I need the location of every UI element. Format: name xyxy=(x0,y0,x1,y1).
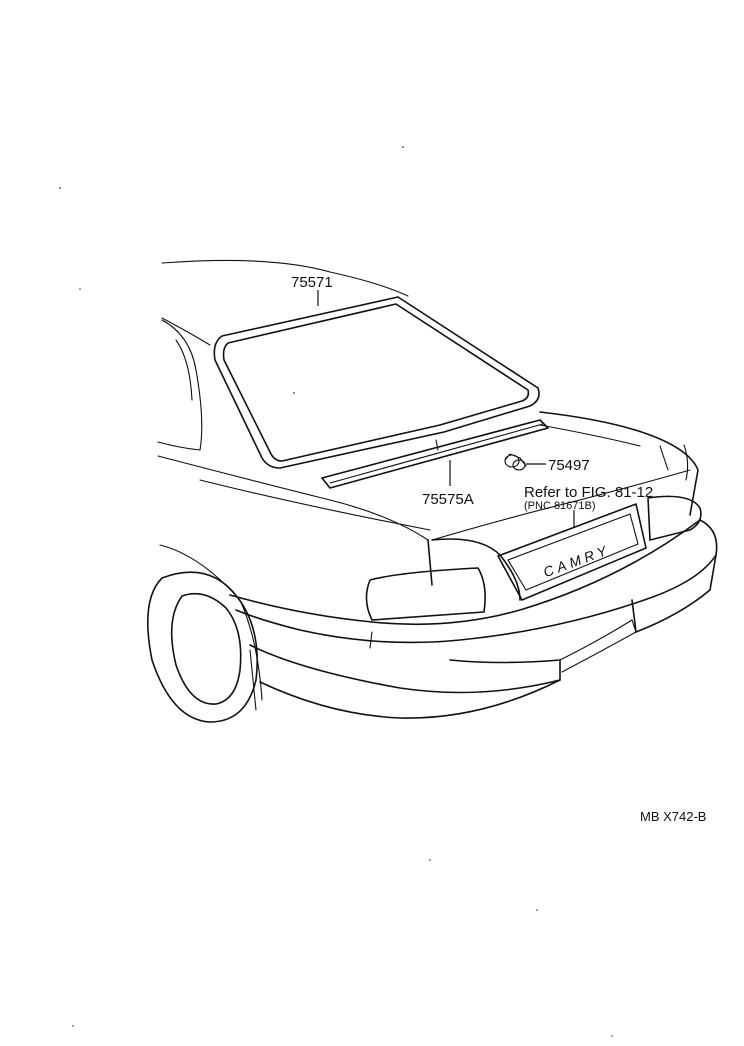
callout-refer-fig: Refer to FIG. 81-12 xyxy=(524,484,653,501)
rear-wheel xyxy=(147,544,263,723)
c-pillar-left xyxy=(161,317,211,346)
rear-panel: CAMRY xyxy=(365,495,702,621)
trunk-lid xyxy=(431,411,699,541)
callout-75571: 75571 xyxy=(291,274,333,291)
body-side-line xyxy=(157,455,429,541)
rear-bumper xyxy=(229,519,718,719)
rear-window-weatherstrip xyxy=(213,296,540,469)
callout-refer-pnc: (PNC 81671B) xyxy=(524,500,596,512)
callout-75497: 75497 xyxy=(548,457,590,474)
callout-75575A: 75575A xyxy=(422,491,474,508)
camry-emblem: CAMRY xyxy=(541,541,612,580)
figure-code: MB X742-B xyxy=(640,809,706,824)
quarter-window xyxy=(157,319,203,451)
scan-specks xyxy=(59,146,613,1037)
window-lower-moulding xyxy=(321,419,549,489)
roof-line xyxy=(161,259,409,297)
clip-part xyxy=(504,453,527,471)
